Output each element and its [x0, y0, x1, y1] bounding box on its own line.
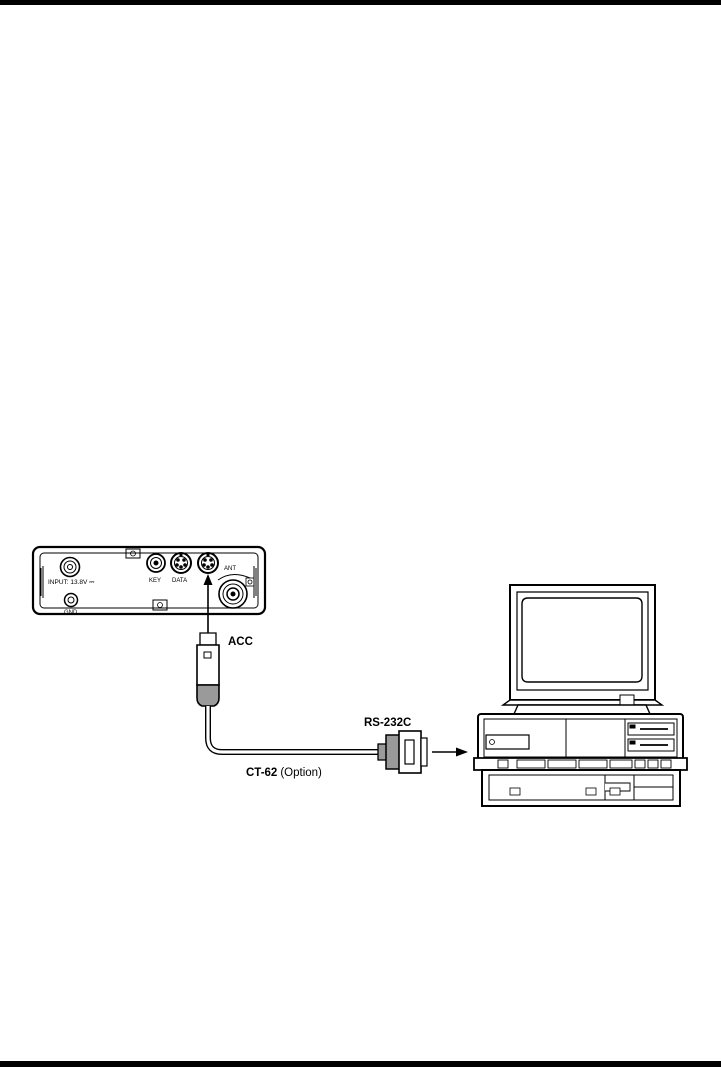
computer-keyboard	[474, 758, 687, 806]
ant-label: ANT	[224, 566, 236, 572]
rs232c-label: RS-232C	[364, 717, 411, 729]
cable-name: CT-62	[246, 767, 277, 779]
arrow-to-computer	[432, 748, 468, 757]
computer-monitor	[503, 585, 662, 714]
cable-note: (Option)	[280, 767, 322, 779]
acc-plug	[197, 633, 219, 706]
input-label: INPUT: 13.8V ⎓	[48, 579, 94, 586]
key-label: KEY	[149, 578, 161, 584]
bottom-rule	[0, 1061, 721, 1067]
data-label: DATA	[172, 578, 187, 584]
computer-base-unit	[478, 714, 683, 761]
gnd-label: GND	[64, 610, 78, 616]
ct62-cable	[208, 706, 380, 752]
ct62-label: CT-62(Option)	[246, 767, 322, 779]
rs232c-connector	[378, 731, 427, 773]
acc-label: ACC	[228, 636, 253, 648]
